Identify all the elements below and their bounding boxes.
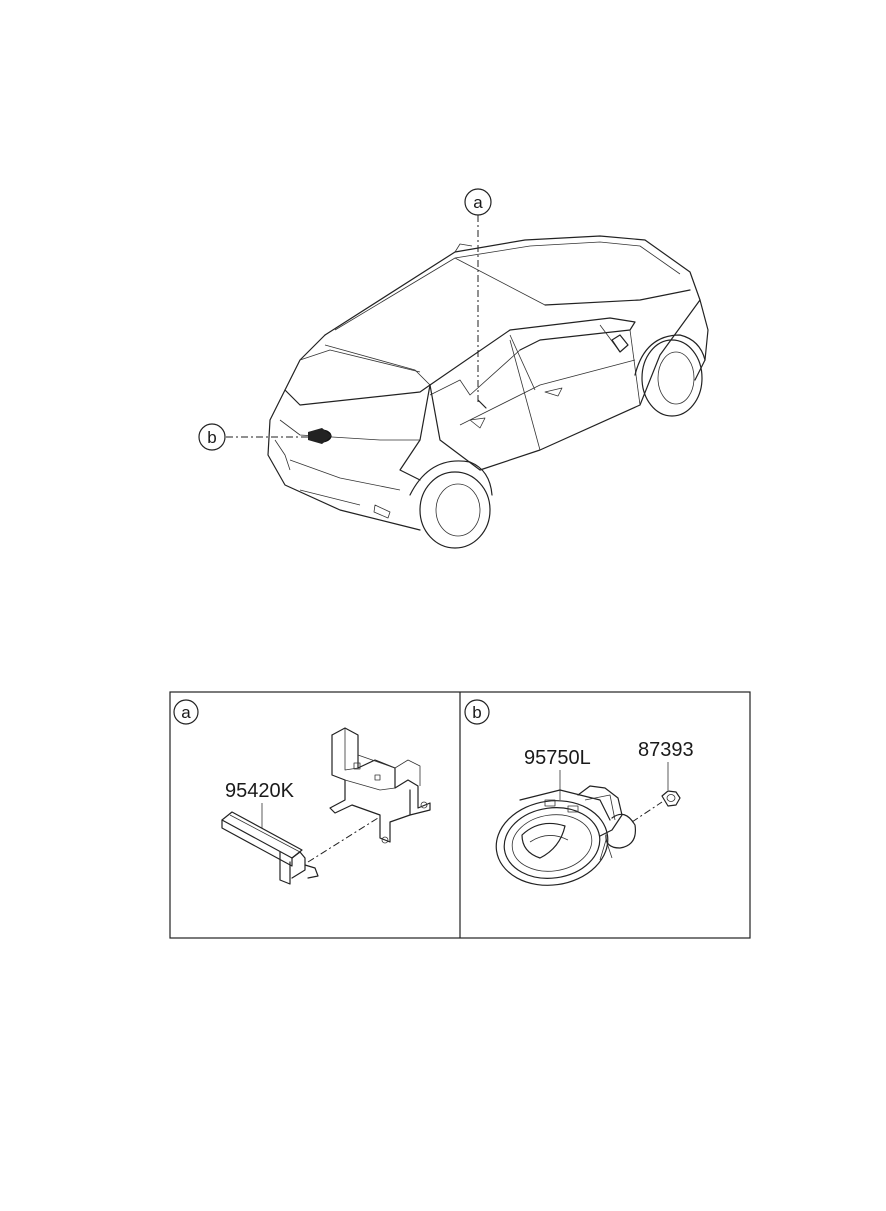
panel-a: a 95420K bbox=[173, 699, 431, 885]
panel-b-badge-label: b bbox=[472, 703, 481, 722]
nut-leader bbox=[631, 801, 663, 823]
emblem-arrow-icon bbox=[308, 428, 332, 444]
mounting-bracket-icon bbox=[329, 727, 431, 844]
panel-a-badge-label: a bbox=[181, 703, 191, 722]
emblem-camera-icon bbox=[495, 785, 637, 886]
callout-b-label: b bbox=[207, 428, 216, 447]
panel-b: b 95750L 87393 bbox=[464, 699, 694, 886]
part-number-95750L: 95750L bbox=[524, 747, 591, 769]
callout-b-circle bbox=[198, 423, 226, 451]
antenna-mount-leader bbox=[307, 817, 379, 863]
panel-b-badge bbox=[464, 699, 490, 725]
callout-a-label: a bbox=[473, 193, 483, 212]
nut-icon bbox=[661, 790, 681, 807]
part-number-95420K: 95420K bbox=[225, 780, 295, 802]
vehicle-overview bbox=[267, 235, 709, 549]
part-number-87393: 87393 bbox=[638, 739, 694, 761]
antenna-module-icon bbox=[221, 811, 319, 885]
callout-a-circle bbox=[464, 188, 492, 216]
panel-a-badge bbox=[173, 699, 199, 725]
